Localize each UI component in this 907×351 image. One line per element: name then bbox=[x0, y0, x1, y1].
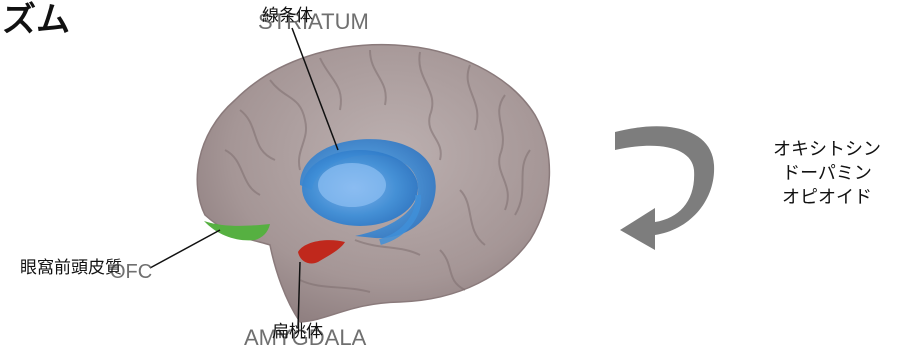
amygdala-label: 扁桃体 bbox=[272, 322, 323, 342]
hormone-dopamine: ドーパミン bbox=[752, 162, 902, 186]
ofc-leader-line bbox=[150, 230, 220, 268]
ofc-label: 眼窩前頭皮質 bbox=[20, 258, 122, 278]
striatum-label: 線条体 bbox=[262, 6, 313, 26]
hormone-list: オキシトシン ドーパミン オピオイド bbox=[752, 138, 902, 210]
hormone-oxytocin: オキシトシン bbox=[752, 138, 902, 162]
cycle-arrow bbox=[615, 126, 714, 250]
hormone-opioid: オピオイド bbox=[752, 186, 902, 210]
